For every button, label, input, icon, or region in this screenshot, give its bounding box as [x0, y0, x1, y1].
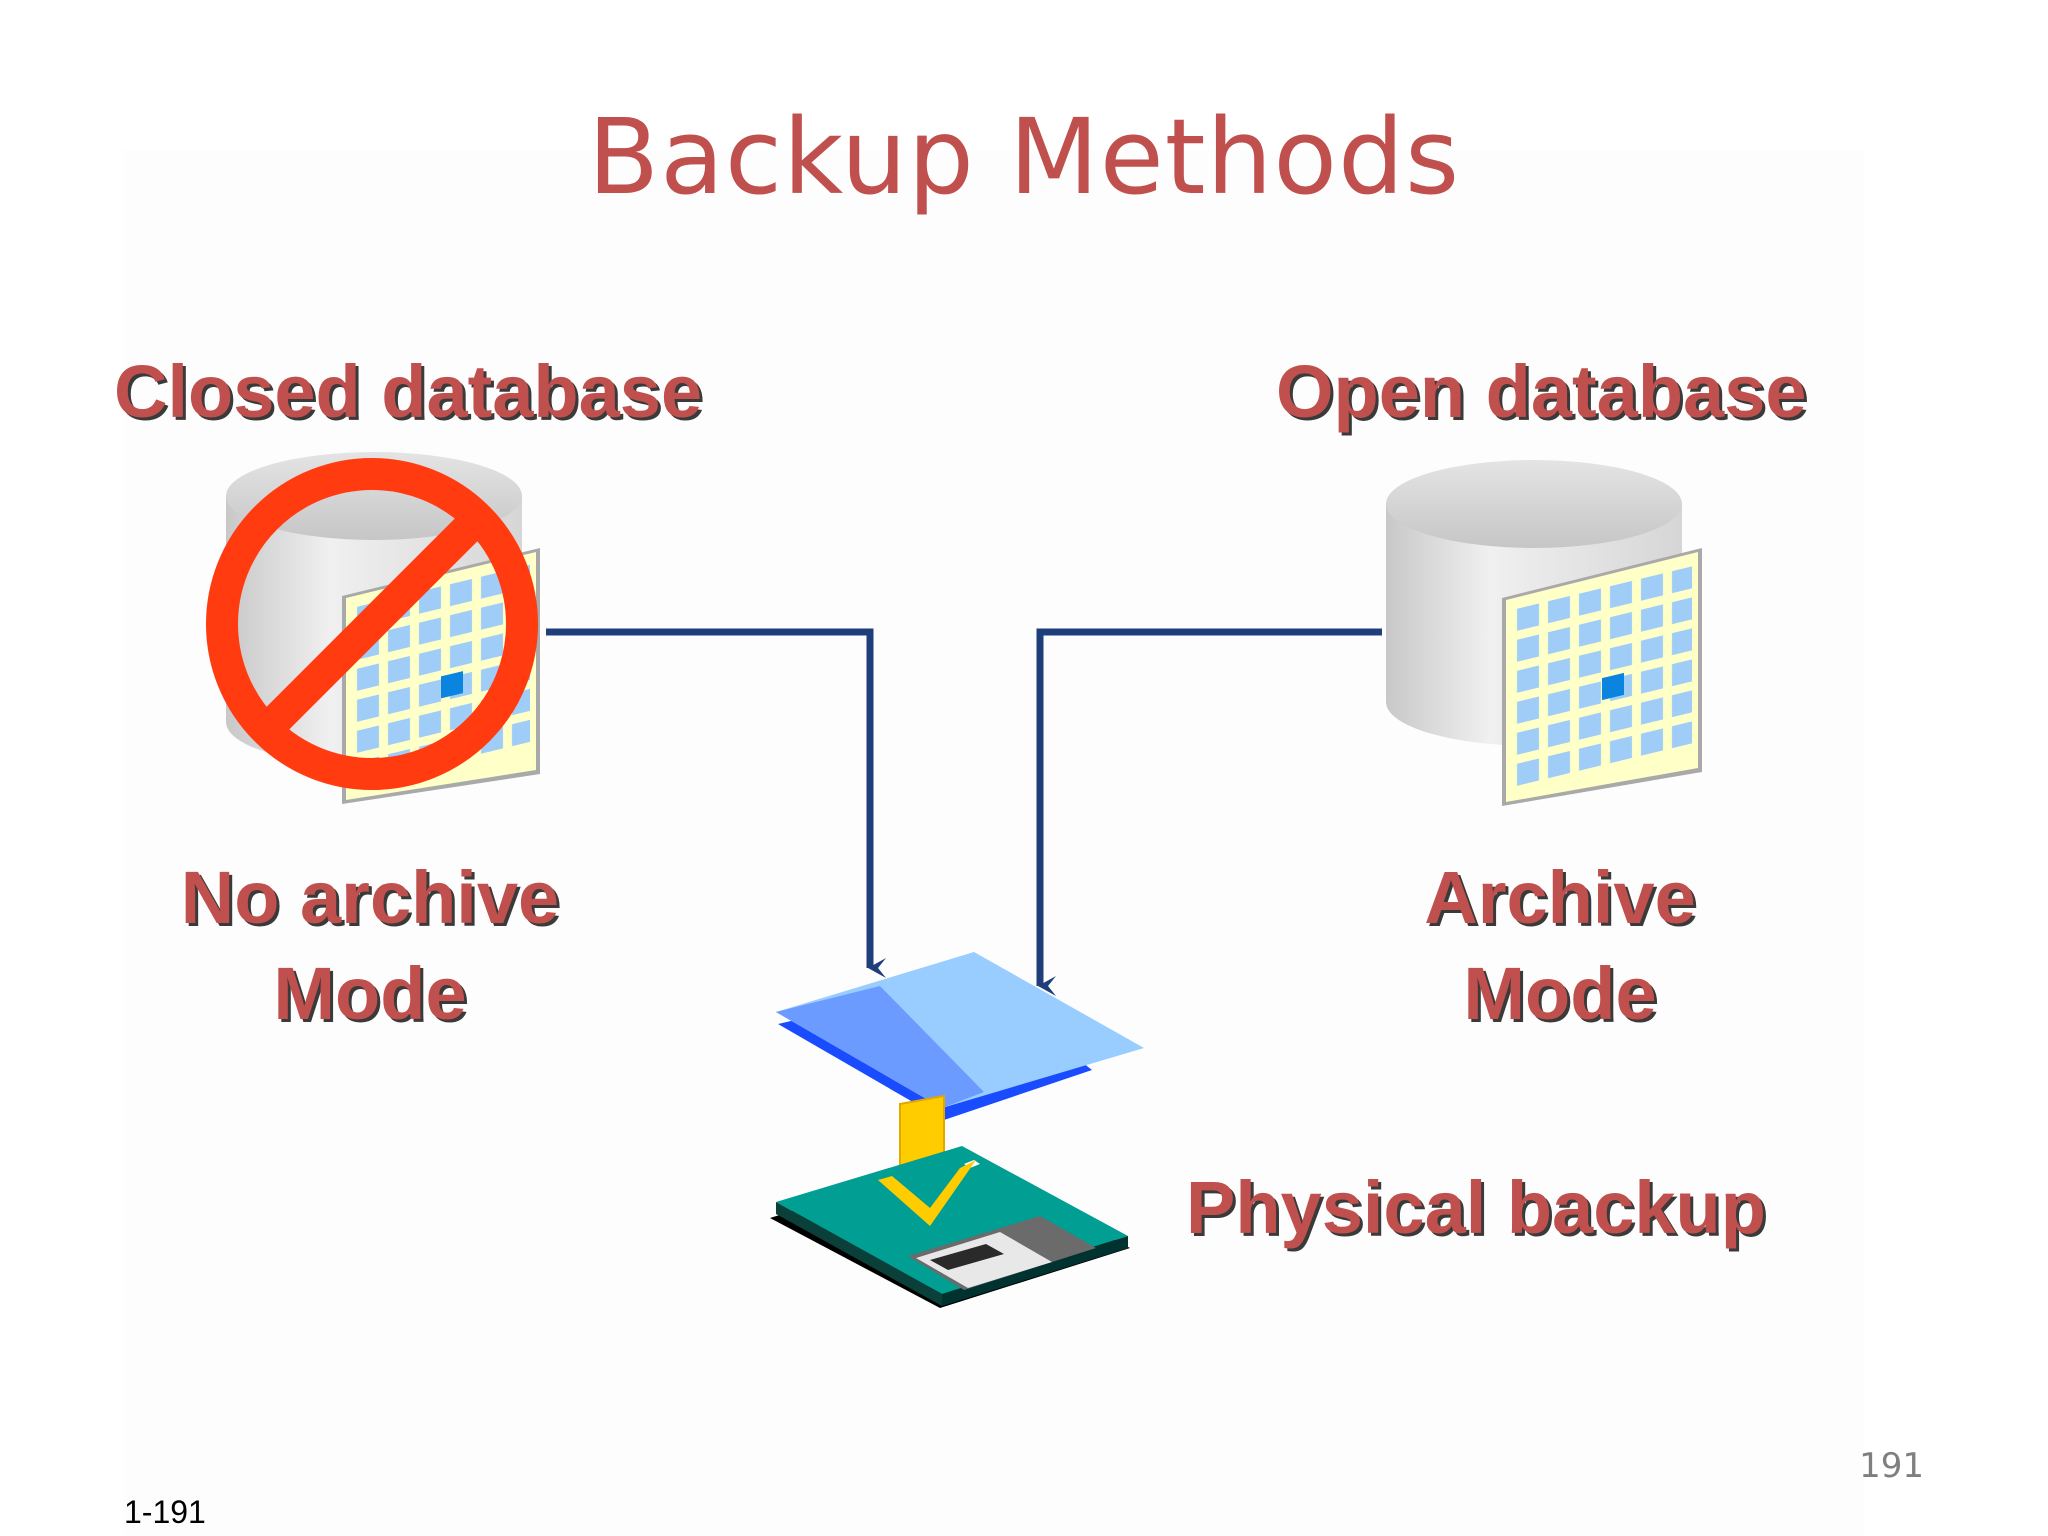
- physical-backup-label: Physical backup: [1186, 1166, 1766, 1249]
- slide-title: Backup Methods: [587, 96, 1461, 218]
- archive-mode-label: Archive Mode: [1350, 850, 1770, 1042]
- slide-id: 1-191: [124, 1494, 206, 1530]
- closed-database-icon: [206, 452, 540, 804]
- backup-sheets-icon: [776, 952, 1144, 1120]
- floppy-disk-icon: [770, 1146, 1130, 1308]
- connector-open: [1036, 628, 1382, 996]
- prohibited-icon: [206, 458, 538, 790]
- no-archive-mode-label: No archive Mode: [160, 850, 580, 1042]
- slide-background: [124, 150, 1864, 1536]
- closed-database-heading: Closed database: [114, 350, 703, 433]
- connector-closed: [546, 628, 886, 978]
- arrow-notch: [878, 1160, 976, 1226]
- no-archive-mode-line1: No archive: [180, 856, 560, 939]
- datafile-grid-icon: [1502, 548, 1702, 806]
- archive-mode-line2: Mode: [1463, 952, 1657, 1036]
- open-database-icon: [1386, 460, 1702, 806]
- no-archive-mode-line2: Mode: [273, 952, 467, 1036]
- archive-mode-line1: Archive: [1424, 856, 1696, 939]
- page-number: 191: [1859, 1446, 1924, 1486]
- open-database-heading: Open database: [1276, 350, 1807, 433]
